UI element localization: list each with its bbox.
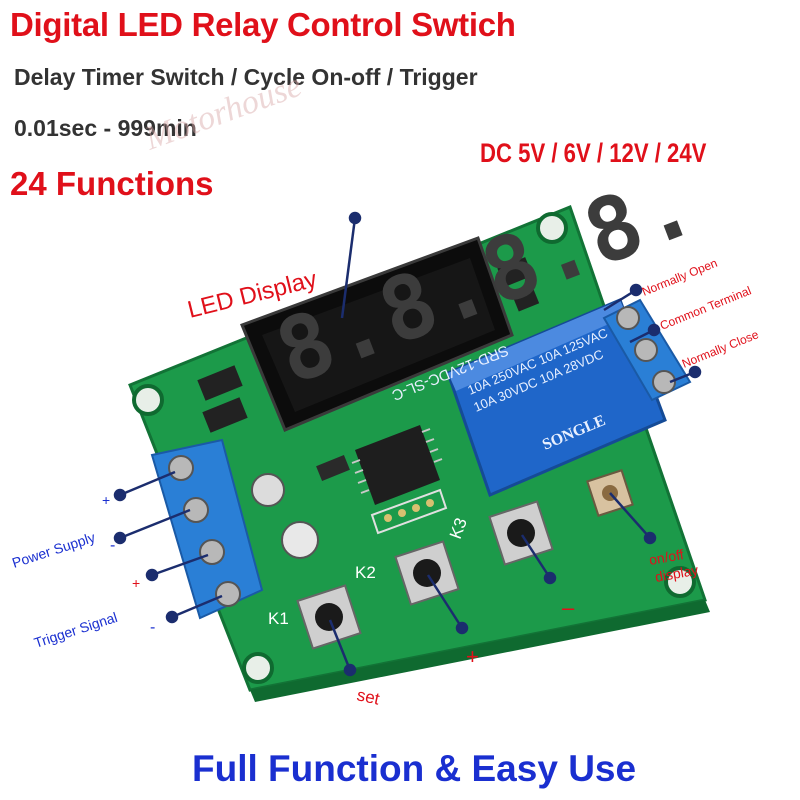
label-plus: + <box>466 644 479 669</box>
header-pins <box>370 488 448 535</box>
label-trigger-plus: + <box>132 575 140 591</box>
watermark-text: Motorhouse <box>139 67 306 158</box>
label-minus: – <box>562 595 575 620</box>
transistor <box>197 365 243 401</box>
button-k1[interactable] <box>296 584 362 650</box>
label-display: display <box>654 562 700 585</box>
screw-terminal <box>168 455 194 481</box>
label-normally-close: Normally Close <box>680 327 761 371</box>
page-subtitle: Delay Timer Switch / Cycle On-off / Trig… <box>14 64 478 90</box>
silk-k2: K2 <box>355 563 376 582</box>
footer-slogan: Full Function & Easy Use <box>192 748 637 789</box>
power-terminal-block <box>150 438 264 620</box>
resistor <box>316 454 350 482</box>
diode <box>512 288 540 312</box>
label-power-minus: - <box>110 537 115 554</box>
screw-terminal <box>652 370 676 394</box>
screw-terminal <box>215 581 241 607</box>
transistor <box>497 257 533 287</box>
label-onoff: on/off <box>648 546 685 568</box>
label-common-terminal: Common Terminal <box>658 283 753 332</box>
label-power-supply: Power Supply <box>10 529 97 571</box>
screw-terminal <box>634 338 658 362</box>
relay-terminal-block <box>602 298 692 402</box>
label-trigger-minus: - <box>150 619 155 636</box>
mounting-hole <box>536 212 568 244</box>
mounting-hole <box>242 652 274 684</box>
button-k3[interactable] <box>488 500 554 566</box>
label-power-plus: + <box>102 492 110 508</box>
screw-terminal <box>183 497 209 523</box>
mounting-hole <box>664 566 696 598</box>
button-k2[interactable] <box>394 540 460 606</box>
screw-terminal <box>199 539 225 565</box>
screw-terminal <box>616 306 640 330</box>
label-set: set <box>355 685 381 708</box>
silk-k1: K1 <box>268 609 289 628</box>
voltage-options: DC 5V / 6V / 12V / 24V <box>480 138 707 168</box>
capacitor <box>251 473 285 507</box>
callouts <box>113 211 702 677</box>
capacitor <box>281 521 319 559</box>
mounting-hole <box>132 384 164 416</box>
transistor <box>202 397 248 433</box>
timing-range: 0.01sec - 999min <box>14 115 197 141</box>
label-trigger-signal: Trigger Signal <box>32 609 119 651</box>
ic-chip <box>351 425 443 505</box>
functions-count: 24 Functions <box>10 165 214 202</box>
page-title: Digital LED Relay Control Swtich <box>10 6 516 43</box>
